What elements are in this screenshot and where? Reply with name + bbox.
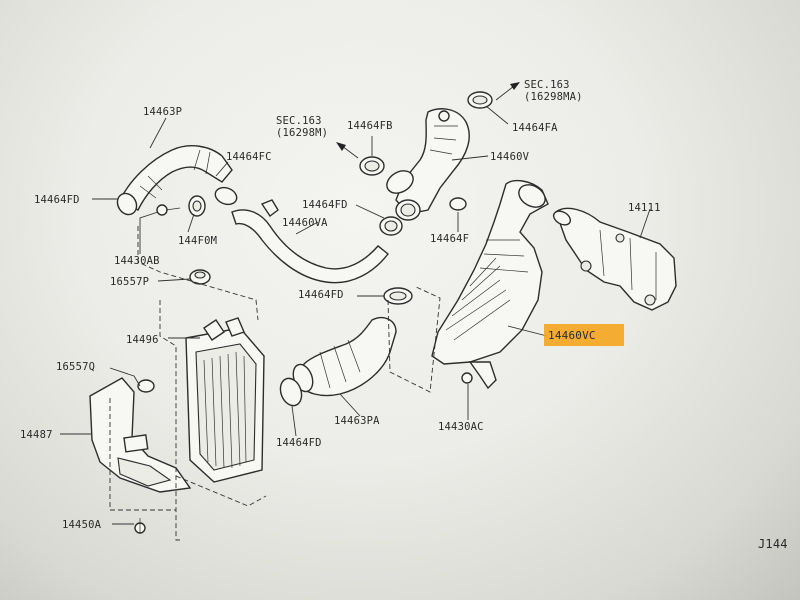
label-14111: 14111: [628, 202, 661, 214]
label-sec163-b-ref: (16298MA): [524, 91, 583, 103]
label-14464FD-c: 14464FD: [298, 289, 344, 301]
grommet-16557P: [189, 269, 211, 285]
label-14460VA: 14460VA: [282, 217, 328, 229]
figure-code: J144: [758, 537, 788, 551]
hose-14463PA: [292, 316, 397, 397]
pipe-14460VA: [231, 199, 389, 284]
clamp-14464FB: [359, 156, 385, 176]
label-14496: 14496: [126, 334, 159, 346]
label-14460VC: 14460VC: [548, 329, 596, 342]
bolt-14430AC: [461, 372, 473, 384]
label-14464F: 14464F: [430, 233, 469, 245]
label-14450A: 14450A: [62, 519, 102, 531]
label-sec163-a: SEC.163: [276, 115, 322, 127]
bracket-14487: [89, 377, 192, 493]
tube-14460V: [386, 108, 470, 221]
label-14464FA: 14464FA: [512, 122, 558, 134]
intercooler-14496: [185, 317, 265, 483]
label-16557P: 16557P: [110, 276, 149, 288]
label-14463PA: 14463PA: [334, 415, 380, 427]
label-14487: 14487: [20, 429, 53, 441]
highlight-box: [544, 324, 624, 346]
label-14430AC: 14430AC: [438, 421, 484, 433]
clamp-14464FA: [467, 91, 493, 109]
duct-14460VC: [431, 179, 549, 390]
label-14464FC: 14464FC: [226, 151, 272, 163]
label-16557Q: 16557Q: [56, 361, 95, 373]
label-14464FB: 14464FB: [347, 120, 393, 132]
clamp-14464FD-c: [383, 287, 413, 305]
label-14464FD-a: 14464FD: [34, 194, 80, 206]
label-144F0M: 144F0M: [178, 235, 217, 247]
label-14463P: 14463P: [143, 106, 182, 118]
bolt-14450A: [134, 518, 146, 534]
label-14464FD-b: 14464FD: [302, 199, 348, 211]
label-14460V: 14460V: [490, 151, 530, 163]
manifold-14111: [552, 207, 677, 311]
label-sec163-b: SEC.163: [524, 79, 570, 91]
hose-14463P: [116, 145, 238, 216]
label-14464FD-d: 14464FD: [276, 437, 322, 449]
label-14430AB: 14430AB: [114, 255, 160, 267]
clamp-14464FD-b: [379, 216, 403, 236]
bolt-14430AB: [156, 195, 206, 217]
label-sec163-a-ref: (16298M): [276, 127, 328, 139]
clamp-14464FD-d: [279, 377, 303, 407]
grommet-16557Q: [137, 379, 155, 393]
clamp-14464F: [449, 197, 467, 211]
